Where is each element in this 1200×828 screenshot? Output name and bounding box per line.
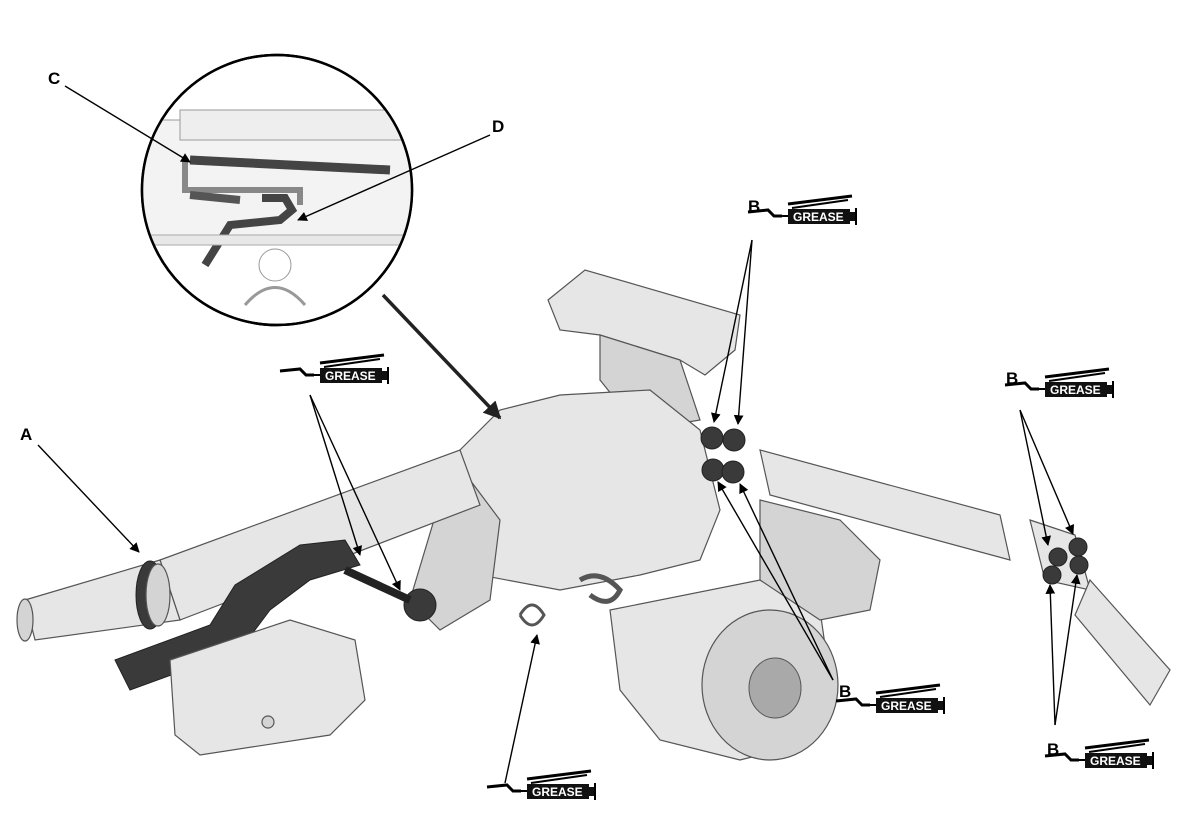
steering-column-assembly — [16, 269, 1171, 761]
detail-view — [140, 53, 414, 327]
grease-text: GREASE — [1050, 383, 1101, 397]
leader-lines — [37, 85, 1081, 784]
grease-gun-icon: GREASE — [834, 683, 946, 716]
detail-pointer-arrow — [381, 293, 502, 420]
label-c: C — [48, 69, 60, 88]
grease-text: GREASE — [532, 785, 583, 799]
label-d: D — [492, 117, 504, 136]
grease-text: GREASE — [1090, 754, 1141, 768]
label-b-middle: B — [839, 682, 851, 701]
label-a: A — [20, 425, 32, 444]
grease-text: GREASE — [325, 369, 376, 383]
grease-text: GREASE — [793, 210, 844, 224]
grease-gun-icon: GREASE — [1043, 738, 1155, 771]
grease-gun-icon: GREASE — [278, 353, 390, 386]
grease-gun-icon: GREASE — [1003, 367, 1115, 400]
grease-text: GREASE — [881, 699, 932, 713]
grease-gun-icon: GREASE — [485, 769, 597, 802]
grease-gun-icon: GREASE — [746, 194, 858, 227]
